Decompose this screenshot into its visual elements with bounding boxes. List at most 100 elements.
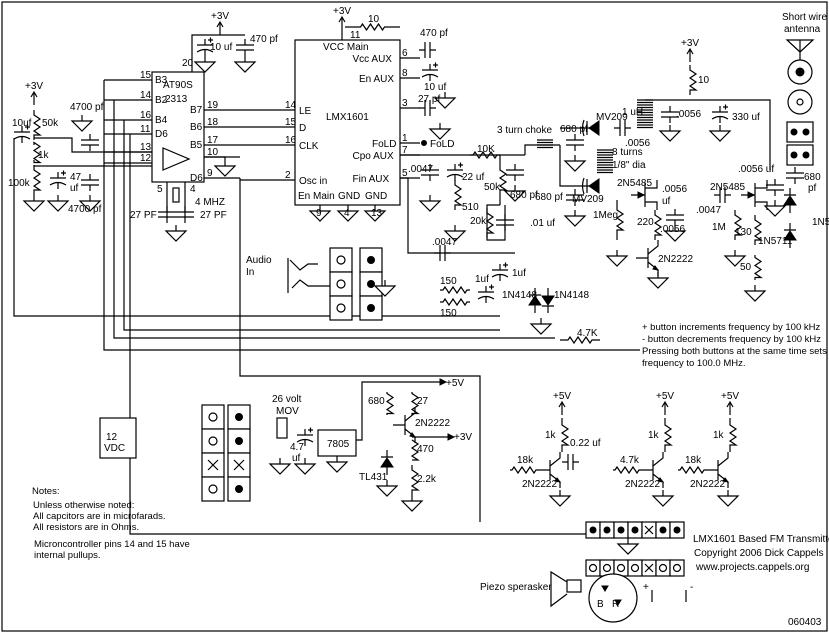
mcu-pin-number: 20 — [182, 58, 194, 69]
mcu-pin-number: 11 — [140, 124, 151, 135]
mcu-name-2: 2313 — [165, 94, 188, 105]
mcu-pin-name: B6 — [190, 122, 203, 133]
pin-dot-icon — [235, 413, 243, 421]
ground-symbol-icon — [708, 125, 732, 142]
crystal-icon — [172, 187, 180, 203]
label: 680 — [368, 396, 385, 407]
label: 2N5485 — [710, 182, 745, 193]
label: Piezo sperasker — [480, 582, 552, 593]
ground-symbol-icon — [723, 250, 747, 267]
pin-open-icon — [602, 563, 612, 573]
label: 10 — [368, 14, 380, 25]
ground-symbol-icon — [293, 458, 317, 475]
mcu-pin-name: D6 — [190, 173, 203, 184]
capacitor-icon — [666, 209, 684, 226]
pin-dot-icon — [659, 526, 667, 534]
button-note-2: - button decrements frequency by 100 kHz — [642, 334, 822, 345]
label: 1k — [38, 150, 50, 161]
varactor-diode-icon — [588, 178, 600, 194]
pin-open-icon — [336, 279, 346, 289]
pll-pin-name: Vcc AUX — [353, 54, 393, 65]
emitter-arrow-icon — [554, 477, 562, 483]
ground-symbol-icon — [616, 538, 640, 555]
label: 150 — [440, 276, 457, 287]
ground-symbol-icon — [716, 490, 740, 507]
label: .0056 — [662, 184, 687, 195]
mcu-pin-name: B2 — [155, 95, 168, 106]
resistor-icon — [485, 208, 495, 238]
pll-pin-name: FoLD — [372, 139, 396, 150]
label: 50k — [484, 182, 501, 193]
ground-symbol-icon — [418, 195, 442, 212]
ground-symbol-icon — [443, 225, 467, 242]
pin-dot-icon — [235, 485, 243, 493]
pll-pin-number: 8 — [402, 68, 408, 79]
label: 10uf — [12, 118, 32, 129]
label: 680 pf — [560, 124, 588, 135]
pll-pin-name: En Main — [298, 191, 335, 202]
ground-symbol-icon — [548, 490, 572, 507]
capacitor-icon — [81, 134, 99, 151]
supply-label: +3V — [211, 11, 229, 22]
diode-icon — [783, 195, 797, 206]
pin-dot-icon — [802, 151, 810, 159]
label: .0047 — [432, 237, 457, 248]
pll-pin-number: 9 — [316, 208, 322, 219]
supply-label: +5V — [553, 391, 571, 402]
bicolor-led-icon — [588, 573, 638, 623]
label: 220 — [637, 217, 654, 228]
label: 50 — [740, 262, 752, 273]
label: 12 — [106, 432, 118, 443]
resistor-icon — [32, 141, 42, 164]
label: 4.7K — [577, 328, 598, 339]
audio-jack-icon — [287, 258, 330, 293]
notes-line-3: All resistors are in Ohms. — [33, 522, 140, 533]
ground-symbol-icon — [433, 92, 457, 109]
electrolytic-capacitor-icon — [421, 62, 439, 81]
label: 510 — [462, 202, 479, 213]
ground-symbol-icon — [651, 490, 675, 507]
pll-pin-number: 11 — [350, 30, 361, 41]
resistor-icon — [613, 465, 641, 475]
wire — [191, 34, 245, 72]
label: 100k — [8, 178, 31, 189]
label: 2.2k — [417, 474, 437, 485]
pll-chip — [294, 39, 401, 206]
label: .0047 — [696, 205, 721, 216]
diode-icon — [541, 295, 555, 306]
pll-pin-number: 7 — [402, 145, 408, 156]
supply-label: +3V — [333, 6, 351, 17]
capacitor-icon — [236, 39, 254, 56]
pll-pin-name: Fin AUX — [353, 174, 390, 185]
notes-pullups-2: internal pullups. — [34, 550, 101, 561]
pin-open-icon — [672, 563, 682, 573]
wire — [645, 99, 771, 170]
label: +5V — [446, 378, 464, 389]
label: +3V — [454, 432, 472, 443]
label: 4.7 — [290, 442, 304, 453]
pll-pin-name: CLK — [299, 141, 319, 152]
ground-symbol-icon — [646, 272, 670, 289]
mcu-pin-number: 19 — [207, 100, 219, 111]
label: .0056 — [676, 109, 701, 120]
resistor-icon — [728, 418, 738, 452]
label: 1/8" dia — [612, 160, 646, 171]
pll-pin-number: 13 — [371, 208, 383, 219]
title-block-website: www.projects.cappels.org — [696, 562, 810, 573]
label: 2N2222 — [522, 479, 557, 490]
pll-pin-number: 3 — [402, 98, 408, 109]
label: 4700 pf — [68, 204, 102, 215]
mcu-pin-number: 12 — [140, 153, 152, 164]
wire — [34, 137, 152, 153]
mcu-pin-number: 13 — [140, 142, 152, 153]
speaker-cone-icon — [550, 570, 568, 608]
wire — [524, 144, 560, 155]
varactor-diode-icon — [588, 120, 600, 136]
pll-pin-number: 15 — [285, 117, 297, 128]
label: uf — [662, 196, 671, 207]
label: 26 volt — [272, 394, 302, 405]
pll-pin-name: En AUX — [359, 74, 394, 85]
piezo-speaker-icon — [566, 579, 582, 593]
pin-blank-icon — [644, 525, 654, 535]
